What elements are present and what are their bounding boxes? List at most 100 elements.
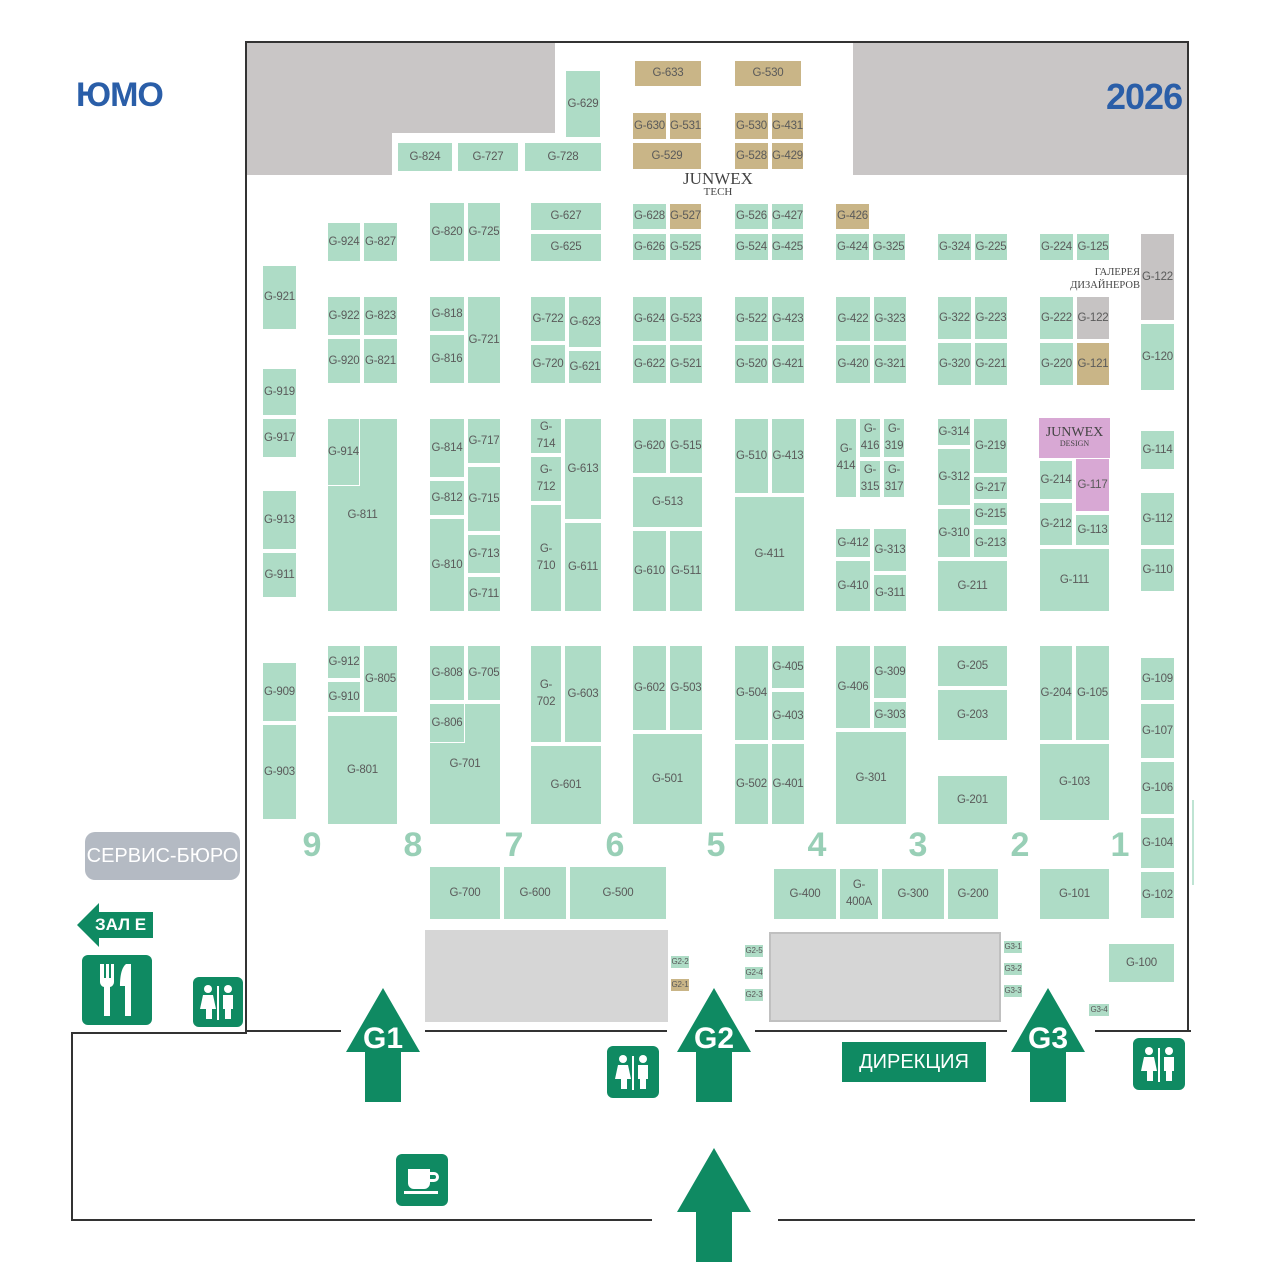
booth[interactable]: G-816 bbox=[429, 334, 465, 384]
booth[interactable]: G-201 bbox=[937, 775, 1008, 825]
booth[interactable]: G-211 bbox=[937, 560, 1008, 612]
booth[interactable]: G-823 bbox=[363, 296, 398, 336]
booth[interactable]: G-700 bbox=[429, 866, 501, 920]
booth[interactable]: G-204 bbox=[1039, 645, 1073, 741]
entrance-g1[interactable]: G1 bbox=[346, 988, 420, 1102]
service-bureau[interactable]: СЕРВИС-БЮРО bbox=[85, 832, 240, 880]
booth[interactable]: G-705 bbox=[467, 645, 501, 701]
booth[interactable]: G-611 bbox=[564, 522, 602, 612]
booth[interactable]: G-321 bbox=[873, 344, 907, 384]
booth[interactable]: G-710 bbox=[530, 504, 562, 612]
hall-e-arrow[interactable]: ЗАЛ E bbox=[77, 903, 153, 947]
booth[interactable]: G-917 bbox=[262, 418, 297, 458]
booth[interactable]: G-511 bbox=[669, 530, 703, 612]
booth[interactable]: G-121 bbox=[1076, 342, 1110, 386]
booth-junwex-design[interactable]: JUNWEX DESIGN bbox=[1039, 418, 1110, 458]
booth[interactable]: G-524 bbox=[734, 233, 769, 261]
booth[interactable]: G-912 bbox=[327, 645, 361, 679]
booth[interactable]: G-215 bbox=[973, 502, 1008, 526]
booth[interactable]: G-300 bbox=[881, 868, 945, 920]
booth[interactable]: G-711 bbox=[467, 576, 501, 612]
booth[interactable]: G-122 bbox=[1140, 233, 1175, 321]
booth[interactable]: G-806 bbox=[429, 703, 465, 743]
entrance-g2[interactable]: G2 bbox=[677, 988, 751, 1102]
booth[interactable]: G-725 bbox=[467, 202, 501, 262]
booth[interactable]: G-324 bbox=[937, 233, 972, 261]
booth[interactable]: G-610 bbox=[632, 530, 667, 612]
booth[interactable]: G- 319 bbox=[883, 418, 905, 458]
booth[interactable]: G-924 bbox=[327, 222, 361, 262]
booth[interactable]: G-526 bbox=[734, 203, 769, 230]
booth[interactable]: G-224 bbox=[1039, 233, 1074, 261]
booth[interactable]: G-922 bbox=[327, 296, 361, 336]
booth[interactable]: G-633 bbox=[634, 60, 702, 87]
booth[interactable]: G-420 bbox=[835, 344, 871, 384]
booth[interactable]: G2-5 bbox=[744, 944, 764, 958]
booth[interactable]: G-322 bbox=[937, 296, 972, 340]
booth[interactable]: G-501 bbox=[632, 733, 703, 825]
booth[interactable]: G-427 bbox=[771, 203, 804, 230]
booth[interactable]: G-827 bbox=[363, 222, 398, 262]
booth[interactable]: G-910 bbox=[327, 681, 361, 713]
booth[interactable]: G-400A bbox=[839, 868, 879, 920]
booth[interactable]: G-727 bbox=[457, 142, 519, 172]
booth[interactable]: G-810 bbox=[429, 518, 465, 612]
booth[interactable]: G-311 bbox=[873, 574, 907, 612]
booth[interactable]: G-401 bbox=[771, 743, 805, 825]
booth[interactable]: G-722 bbox=[530, 296, 566, 342]
booth[interactable]: G-602 bbox=[632, 645, 667, 731]
booth[interactable]: G-102 bbox=[1140, 871, 1175, 919]
booth[interactable]: G-622 bbox=[632, 344, 667, 384]
booth[interactable]: G-405 bbox=[771, 645, 805, 689]
booth[interactable]: G-820 bbox=[429, 202, 465, 262]
booth[interactable]: G-431 bbox=[771, 112, 804, 140]
booth[interactable]: G-310 bbox=[937, 508, 971, 558]
booth[interactable]: G-111 bbox=[1039, 548, 1110, 612]
booth[interactable]: G-623 bbox=[568, 296, 602, 348]
booth[interactable]: G-620 bbox=[632, 418, 667, 474]
booth[interactable]: G-323 bbox=[873, 296, 907, 342]
booth[interactable]: G-712 bbox=[530, 456, 562, 502]
booth[interactable]: G-914 bbox=[327, 418, 360, 486]
booth[interactable]: G-214 bbox=[1039, 460, 1073, 500]
booth[interactable]: G-107 bbox=[1140, 703, 1175, 759]
booth[interactable]: G3-3 bbox=[1003, 984, 1023, 998]
entrance-g3[interactable]: G3 bbox=[1011, 988, 1085, 1102]
booth[interactable]: G2-3 bbox=[744, 988, 764, 1002]
booth[interactable]: G-911 bbox=[262, 552, 297, 598]
booth[interactable]: G-920 bbox=[327, 338, 361, 384]
booth[interactable]: G-303 bbox=[873, 701, 907, 729]
booth[interactable]: G-101 bbox=[1039, 868, 1110, 920]
booth[interactable]: G-728 bbox=[524, 142, 602, 172]
booth[interactable]: G-222 bbox=[1039, 296, 1074, 340]
booth[interactable]: G-625 bbox=[530, 233, 602, 262]
booth[interactable]: G-200 bbox=[947, 868, 999, 920]
directorate[interactable]: ДИРЕКЦИЯ bbox=[842, 1042, 986, 1082]
booth[interactable]: G-624 bbox=[632, 296, 667, 342]
booth[interactable]: G-824 bbox=[397, 142, 453, 172]
booth[interactable]: G-502 bbox=[734, 743, 769, 825]
booth[interactable]: G-805 bbox=[363, 645, 398, 713]
booth[interactable]: G-312 bbox=[937, 448, 971, 506]
booth[interactable]: G-513 bbox=[632, 476, 703, 528]
booth[interactable]: G2-1 bbox=[670, 978, 690, 992]
booth[interactable]: G-425 bbox=[771, 233, 804, 261]
booth[interactable]: G-413 bbox=[771, 418, 805, 494]
booth[interactable]: G-213 bbox=[973, 528, 1008, 558]
booth[interactable]: G-921 bbox=[262, 265, 297, 330]
booth[interactable]: G-113 bbox=[1075, 514, 1110, 546]
booth[interactable]: G-530 bbox=[734, 112, 769, 140]
booth[interactable]: G-412 bbox=[835, 528, 871, 558]
booth[interactable]: G- 414 bbox=[835, 418, 857, 498]
booth[interactable]: G-220 bbox=[1039, 342, 1074, 386]
booth[interactable]: G-203 bbox=[937, 689, 1008, 741]
booth[interactable]: G-601 bbox=[530, 745, 602, 825]
booth[interactable]: G-715 bbox=[467, 466, 501, 532]
booth[interactable]: G-531 bbox=[669, 112, 702, 140]
booth[interactable]: G-510 bbox=[734, 418, 769, 494]
booth[interactable]: G-500 bbox=[569, 866, 667, 920]
booth[interactable]: G-521 bbox=[669, 344, 703, 384]
booth[interactable]: G-821 bbox=[363, 338, 398, 384]
booth[interactable]: G-520 bbox=[734, 344, 769, 384]
booth[interactable]: G-717 bbox=[467, 418, 501, 464]
